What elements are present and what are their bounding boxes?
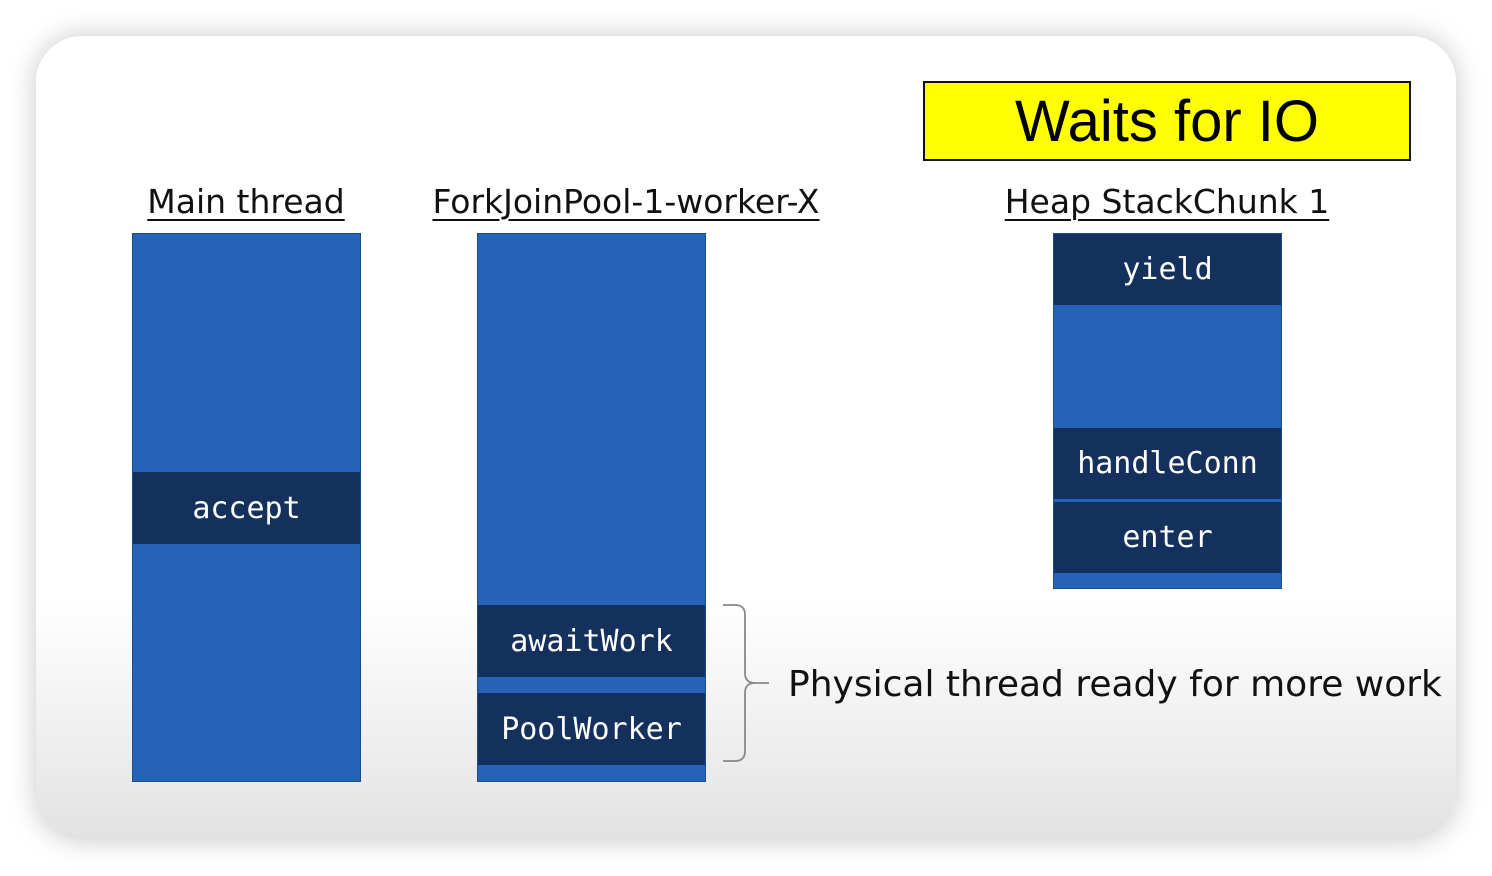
- worker-thread-stack: awaitWork PoolWorker: [477, 233, 706, 782]
- main-thread-stack: accept: [132, 233, 361, 782]
- slide: Waits for IO Main thread accept ForkJoin…: [36, 36, 1456, 840]
- physical-thread-annotation: Physical thread ready for more work: [788, 664, 1442, 705]
- heap-stackchunk-title: Heap StackChunk 1: [1004, 182, 1330, 221]
- frame-enter: enter: [1054, 502, 1281, 573]
- main-thread-title: Main thread: [147, 182, 345, 221]
- frame-poolworker: PoolWorker: [478, 693, 705, 765]
- heap-stackchunk-stack: yield handleConn enter: [1053, 233, 1282, 589]
- frame-handleconn: handleConn: [1054, 428, 1281, 499]
- curly-bracket-icon: [723, 604, 769, 762]
- frame-yield: yield: [1054, 234, 1281, 305]
- worker-thread-title: ForkJoinPool-1-worker-X: [432, 182, 820, 221]
- waits-for-io-banner: Waits for IO: [923, 81, 1411, 161]
- frame-awaitwork: awaitWork: [478, 605, 705, 677]
- frame-accept: accept: [133, 472, 360, 544]
